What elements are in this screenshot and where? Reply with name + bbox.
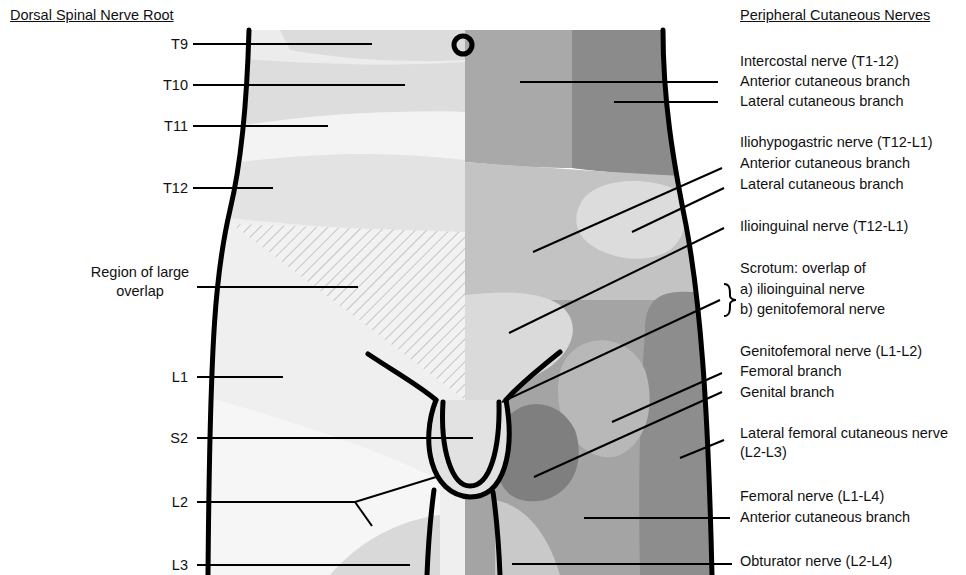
leader-line (502, 300, 720, 402)
column-heading: Dorsal Spinal Nerve Root (10, 6, 240, 25)
nerve-label: L3 (100, 556, 188, 575)
nerve-label: Genital branch (740, 383, 964, 402)
nerve-label: T10 (100, 76, 188, 95)
body-outline (208, 30, 712, 575)
nerve-label: Scrotum: overlap of (740, 259, 964, 278)
leader-line (533, 168, 722, 252)
bracket (724, 284, 736, 316)
nerve-label: T11 (100, 117, 188, 136)
leader-line (197, 477, 436, 502)
scrotum-fill (429, 400, 509, 497)
leader-line (584, 517, 730, 519)
t9-region-core (280, 30, 465, 61)
right-inner-thigh (493, 492, 500, 575)
nerve-label: Ilioinguinal nerve (T12-L1) (740, 217, 964, 236)
nerve-label: Lateral femoral cutaneous nerve (L2-L3) (740, 424, 964, 462)
right-body-edge (663, 30, 712, 575)
nerve-label: Femoral nerve (L1-L4) (740, 487, 964, 506)
leader-line (512, 563, 732, 565)
intercostal-lateral-region (572, 30, 720, 178)
leader-line (197, 376, 283, 378)
leader-line (355, 502, 372, 526)
leader-line (520, 81, 718, 83)
nerve-label: S2 (100, 429, 188, 448)
t9-region (200, 30, 465, 64)
left-body-edge (208, 30, 249, 575)
shaded-regions (200, 30, 720, 575)
iliohypogastric-lateral-region (576, 181, 686, 259)
nerve-label: L1 (100, 368, 188, 387)
leader-line (193, 187, 273, 189)
nerve-label: a) ilioinguinal nerve (740, 280, 964, 299)
nerve-label: Anterior cutaneous branch (740, 508, 964, 527)
right-groin-line (506, 352, 560, 400)
leader-line (197, 437, 473, 439)
overlap-hatch (232, 224, 465, 400)
leader-line (680, 440, 724, 458)
l1-region (200, 30, 465, 575)
nerve-label: T12 (100, 179, 188, 198)
left-groin-line (368, 354, 436, 400)
leader-line (193, 125, 328, 127)
intercostal-anterior-region (465, 30, 572, 168)
column-heading: Peripheral Cutaneous Nerves (740, 6, 964, 25)
nerve-label: Anterior cutaneous branch (740, 72, 964, 91)
left-inner-thigh (427, 490, 434, 575)
nerve-label: Femoral branch (740, 362, 964, 381)
leader-line (509, 228, 724, 333)
scrotum-outline (429, 400, 509, 497)
leader-line (197, 564, 410, 566)
navel (454, 36, 472, 54)
penis-outline (443, 402, 500, 486)
nerve-label: L2 (100, 493, 188, 512)
nerve-label: Genitofemoral nerve (L1-L2) (740, 342, 964, 361)
leader-line (612, 373, 722, 422)
leader-line (632, 188, 724, 232)
leader-line (614, 101, 718, 103)
leader-line (197, 286, 358, 288)
nerve-label: T9 (100, 35, 188, 54)
leader-line (534, 392, 722, 477)
l2-region (200, 395, 440, 575)
nerve-label: Anterior cutaneous branch (740, 154, 964, 173)
nerve-label: Lateral cutaneous branch (740, 175, 964, 194)
nerve-label: Intercostal nerve (T1-12) (740, 52, 964, 71)
nerve-label: Lateral cutaneous branch (740, 92, 964, 111)
leader-line (193, 84, 405, 86)
iliohypogastric-anterior-region (465, 162, 720, 300)
nerve-label: Iliohypogastric nerve (T12-L1) (740, 133, 964, 152)
nerve-label: Region of large overlap (88, 263, 192, 301)
nerve-label: Obturator nerve (L2-L4) (740, 552, 964, 571)
leader-line (193, 43, 372, 45)
genitofemoral-genital-region (500, 404, 579, 501)
nerve-label: b) genitofemoral nerve (740, 300, 964, 319)
leader-lines (193, 44, 736, 565)
